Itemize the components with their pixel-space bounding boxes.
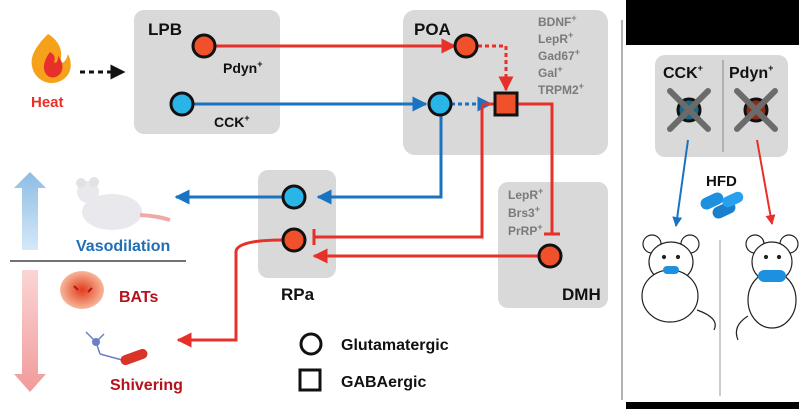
pdyn-to-hfd-arrow [756,139,776,225]
vasodilation-label: Vasodilation [76,238,170,255]
lpb-label: LPB [148,20,182,39]
knockout-region [655,55,788,157]
dmh-label: DMH [562,285,601,304]
legend-glutamatergic: Glutamatergic [341,337,449,354]
side-pdyn-label: Pdyn+ [729,63,773,82]
rpa-label: RPa [281,285,315,304]
hfd-label: HFD [706,173,737,190]
poa-to-rpa-blue-arrow [316,116,443,205]
cck-to-hfd-arrow [672,139,689,227]
ablated-pdyn-neuron [734,88,778,132]
poa-glut-red-neuron [453,33,479,59]
pdyn-label: Pdyn+ [223,59,263,76]
poa-label: POA [414,20,451,39]
decrease-arrow-icon [14,270,46,392]
poa-marker-trpm2: TRPM2+ [538,81,584,97]
poa-marker-gal: Gal+ [538,64,563,80]
muscle-nerve-icon [85,331,148,366]
heat-label: Heat [31,94,64,111]
flame-icon [31,34,71,84]
lpb-cck-neuron [169,91,195,117]
rpa-red-neuron [281,227,307,253]
legend-square-icon [298,368,322,392]
lpb-pdyn-neuron [191,33,217,59]
rpa-blue-neuron [281,184,307,210]
cck-label: CCK+ [214,113,250,130]
dmh-marker-lepr: LepR+ [508,186,543,202]
dmh-marker-brs3: Brs3+ [508,204,540,220]
rpa-to-thermogenesis-arrow [176,238,284,348]
legend-circle-icon [299,332,323,356]
legend-gabaergic: GABAergic [341,374,426,391]
poa-marker-gad67: Gad67+ [538,47,580,63]
shivering-label: Shivering [110,377,183,394]
poa-gaba-neuron [493,91,519,117]
ablated-cck-neuron [667,88,711,132]
side-cck-label: CCK+ [663,63,703,82]
dmh-marker-prrp: PrRP+ [508,222,543,238]
bat-tissue-icon [60,271,104,309]
poa-marker-bdnf: BDNF+ [538,13,577,29]
bats-label: BATs [119,289,159,306]
mouse-icon [76,177,171,230]
increase-arrow-icon [14,172,46,250]
gaba-to-dmh-inhibition [517,102,554,234]
food-pellets-icon [700,191,744,219]
gaba-to-rpa-inhibition [314,102,496,239]
poa-marker-lepr: LepR+ [538,30,573,46]
dmh-neuron [537,243,563,269]
poa-glut-to-gaba-dotted-arrow [478,44,514,92]
mouse-eating-cck-icon [641,234,716,331]
poa-glut-blue-neuron [427,91,453,117]
mouse-eating-pdyn-icon [735,234,799,341]
